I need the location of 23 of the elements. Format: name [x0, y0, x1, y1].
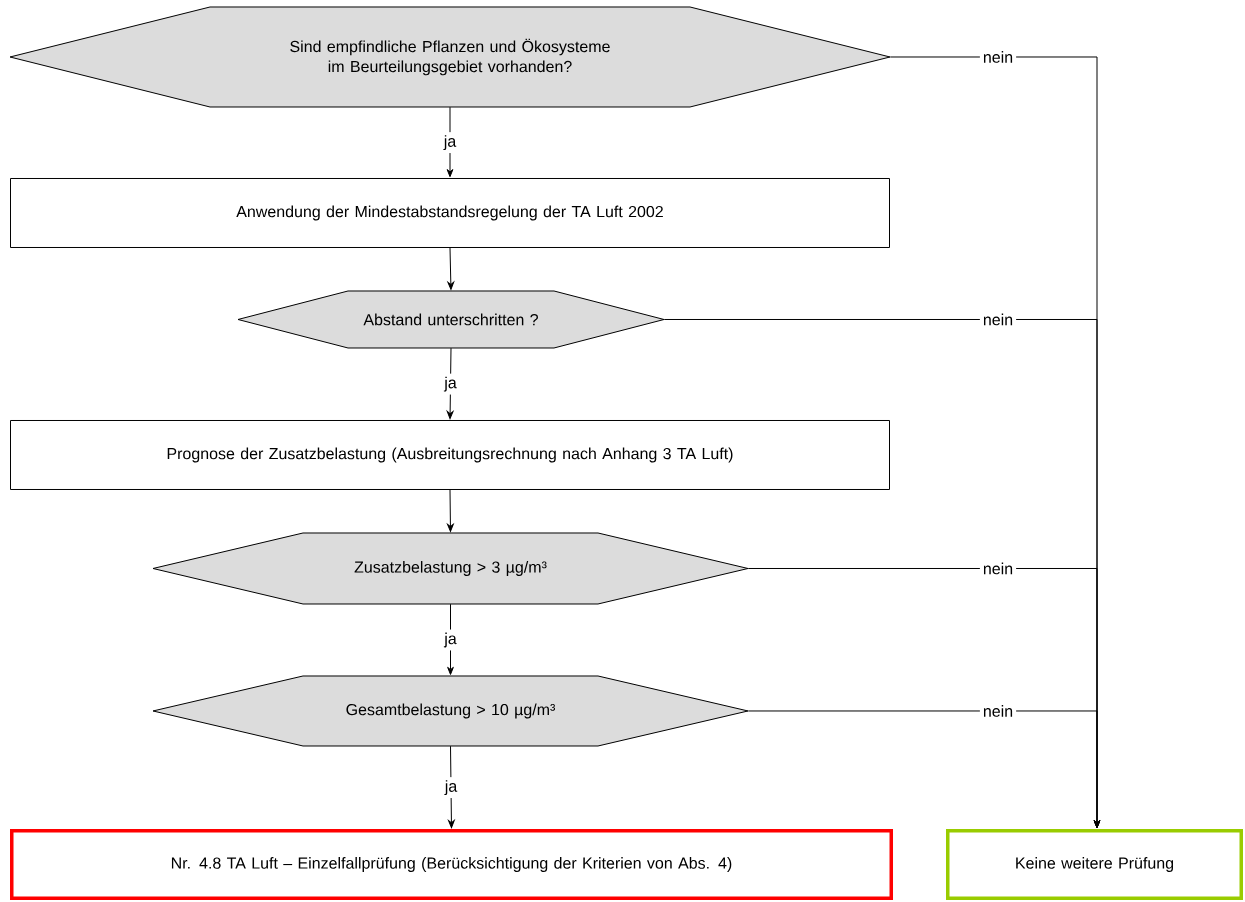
edge-label: nein	[979, 702, 1017, 720]
decision-hexagon: Gesamtbelastung > 10 µg/m³	[152, 675, 749, 747]
edge-label: ja	[441, 777, 461, 799]
process-box: Nr. 4.8 TA Luft – Einzelfallprüfung (Berücksichtigung der Kriterien von Abs. 4)	[10, 829, 893, 900]
process-box: Keine weitere Prüfung	[946, 829, 1243, 900]
edge-label: ja	[441, 629, 460, 651]
decision-hexagon: Sind empfindliche Pflanzen und Ökosysteme im Beurteilungsgebiet vorhanden?	[9, 6, 891, 108]
arrow	[446, 106, 454, 178]
arrow	[447, 489, 454, 532]
edge-label: ja	[440, 132, 460, 154]
arrow	[447, 603, 454, 675]
arrow	[747, 710, 1101, 829]
arrow	[448, 745, 455, 829]
process-box: Prognose der Zusatzbelastung (Ausbreitungsrechnung nach Anhang 3 TA Luft)	[10, 420, 890, 490]
arrow	[447, 247, 455, 290]
decision-hexagon: Abstand unterschritten ?	[237, 290, 665, 349]
edge-label: nein	[979, 310, 1017, 329]
edge-label: ja	[441, 373, 460, 395]
process-box: Anwendung der Mindestabstandsregelung der TA Luft 2002	[10, 178, 890, 248]
decision-hexagon: Zusatzbelastung > 3 µg/m³	[152, 532, 749, 605]
edge-label: nein	[979, 559, 1017, 578]
arrow	[446, 347, 454, 420]
edge-label: nein	[979, 48, 1017, 66]
